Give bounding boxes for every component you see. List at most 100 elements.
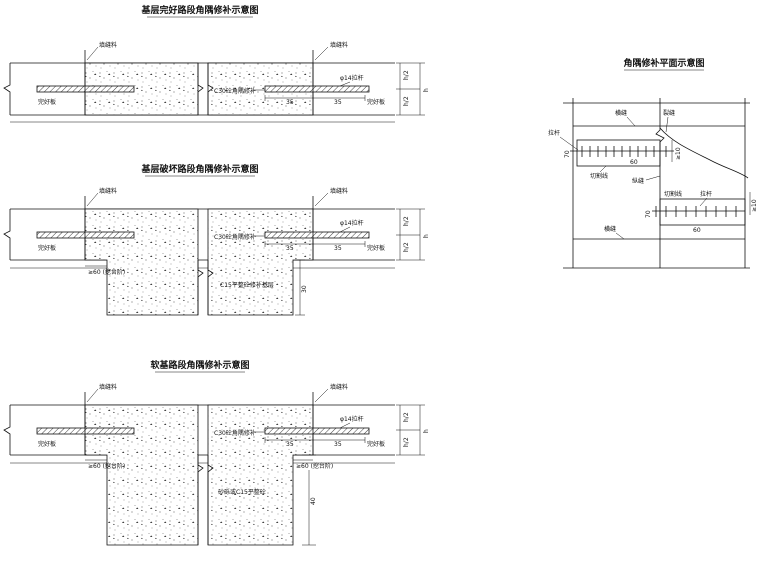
break-mark-mid-b — [207, 260, 214, 315]
section-soft-foundation: 软基路段角隅修补示意图 填缝料 填缝料 完好板 完好板 C30砼角隅修补 φ14… — [3, 359, 430, 546]
label-c30-repair: C30砼角隅修补 — [214, 233, 256, 241]
label-excavation-step-left: ≥60 (挖台阶) — [88, 462, 125, 470]
leader-joint-filler-1 — [86, 46, 99, 61]
label-joint-filler-2: 填缝料 — [330, 187, 348, 195]
leader — [626, 116, 636, 127]
tie-bar-left — [36, 427, 135, 435]
break-mark-left — [3, 63, 11, 115]
dim-70-1: 70 — [564, 150, 571, 158]
label-c30-repair: C30砼角隅修补 — [214, 429, 256, 437]
label-intact-slab-right: 完好板 — [367, 98, 385, 106]
label-tie-bar: φ14拉杆 — [340, 219, 364, 227]
label-intact-slab-right: 完好板 — [367, 244, 385, 252]
label-tie-bar: φ14拉杆 — [340, 415, 364, 423]
dim-35-b: 35 — [334, 245, 342, 252]
leader — [699, 197, 708, 207]
break-mark-mid-a — [197, 455, 204, 545]
title-top: 基层完好路段角隅修补示意图 — [140, 4, 258, 16]
dim-h-half-b: h/2 — [403, 437, 410, 447]
break-mark-mid-b — [207, 455, 214, 545]
tie-rod-ticks-2 — [655, 206, 737, 217]
title-middle: 基层破坏路段角隅修补示意图 — [140, 163, 258, 175]
label-c15-base: C15平整砼修补基层 — [220, 281, 274, 289]
tie-rod-ticks-1 — [581, 146, 667, 157]
dim-35-a: 35 — [286, 245, 294, 252]
dim-30: 30 — [301, 285, 308, 293]
dim-35-b: 35 — [334, 441, 342, 448]
label-tie-rod-1: 拉杆 — [548, 129, 560, 137]
label-intact-slab-left: 完好板 — [38, 98, 56, 106]
dim-35-a: 35 — [286, 99, 294, 106]
label-intact-slab-right: 完好板 — [367, 440, 385, 448]
repair-area-2 — [659, 198, 746, 226]
leader-tie-bar — [339, 226, 351, 233]
dim-h: h — [423, 88, 430, 92]
dim-60-2: 60 — [693, 227, 701, 234]
label-longitudinal-joint: 纵缝 — [632, 177, 644, 185]
tie-bar-left — [36, 85, 135, 93]
dim-h-half-a: h/2 — [403, 412, 410, 422]
label-excavation-step: ≥60 (挖台阶) — [88, 268, 125, 276]
dim-40: 40 — [310, 497, 317, 505]
label-gravel-or-c15: 砂砾或C15平整砼 — [218, 488, 266, 496]
break-mark-mid-a — [197, 260, 204, 315]
break-mark-left — [3, 209, 11, 260]
tie-bar-left — [36, 231, 135, 239]
repair-zone-left — [84, 404, 199, 546]
leader-joint-filler-2 — [314, 192, 329, 207]
label-tie-bar: φ14拉杆 — [340, 74, 364, 82]
break-mark-left — [3, 405, 11, 455]
repair-zone-left — [84, 208, 199, 316]
leader — [645, 175, 661, 181]
break-mark-mid-b — [207, 63, 214, 115]
dim-ge10-2: ≥10 — [751, 199, 758, 212]
leader-joint-filler-2 — [314, 46, 329, 61]
leader-tie-bar — [339, 422, 351, 429]
leader — [559, 136, 579, 151]
label-excavation-step-right: ≥60 (挖台阶) — [296, 462, 333, 470]
leader-joint-filler-2 — [314, 388, 329, 403]
label-joint-filler-1: 填缝料 — [99, 187, 117, 195]
label-joint-filler-1: 填缝料 — [99, 383, 117, 391]
label-joint-filler-2: 填缝料 — [330, 41, 348, 49]
tie-bar-right — [264, 427, 370, 435]
dim-h-half-a: h/2 — [403, 216, 410, 226]
leader — [665, 116, 669, 133]
label-joint-filler-2: 填缝料 — [330, 383, 348, 391]
dim-h-half-b: h/2 — [403, 96, 410, 106]
label-joint-filler-1: 填缝料 — [99, 41, 117, 49]
section-intact-base: 基层完好路段角隅修补示意图 填缝料 填缝料 完好板 完好板 C30砼角隅修补 φ… — [3, 4, 430, 123]
leader-tie-bar — [339, 81, 351, 87]
dim-35-b: 35 — [334, 99, 342, 106]
leader-joint-filler-1 — [86, 388, 99, 403]
label-intact-slab-left: 完好板 — [38, 440, 56, 448]
label-intact-slab-left: 完好板 — [38, 244, 56, 252]
dim-h-half-b: h/2 — [403, 242, 410, 252]
tie-bar-right — [264, 231, 370, 239]
leader — [615, 232, 625, 240]
dim-h: h — [423, 429, 430, 433]
repair-area-1 — [576, 139, 661, 167]
label-transverse-joint-top: 横缝 — [615, 109, 627, 117]
dim-h-half-a: h/2 — [403, 70, 410, 80]
title-plan: 角隅修补平面示意图 — [623, 57, 704, 69]
repair-zone-right — [207, 208, 314, 316]
leader-joint-filler-1 — [86, 192, 99, 207]
dim-60-1: 60 — [630, 159, 638, 166]
plan-view: 角隅修补平面示意图 — [548, 57, 758, 269]
label-cut-line-2: 切割线 — [664, 190, 682, 198]
label-crack: 裂缝 — [663, 109, 675, 117]
break-mark-mid-a — [197, 63, 204, 115]
repair-zone-right — [207, 404, 314, 546]
title-bottom: 软基路段角隅修补示意图 — [150, 359, 249, 371]
longitudinal-joint — [655, 98, 665, 268]
dim-70-2: 70 — [645, 210, 652, 218]
label-cut-line-1: 切割线 — [590, 172, 608, 180]
leader — [599, 165, 607, 173]
dim-ge10-1: ≥10 — [675, 147, 682, 160]
section-damaged-base: 基层破坏路段角隅修补示意图 填缝料 填缝料 完好板 完好板 C30砼角隅修补 φ… — [3, 163, 430, 316]
label-tie-rod-2: 拉杆 — [700, 190, 712, 198]
dim-35-a: 35 — [286, 441, 294, 448]
tie-bar-right — [264, 85, 370, 93]
crack-line — [659, 127, 749, 179]
